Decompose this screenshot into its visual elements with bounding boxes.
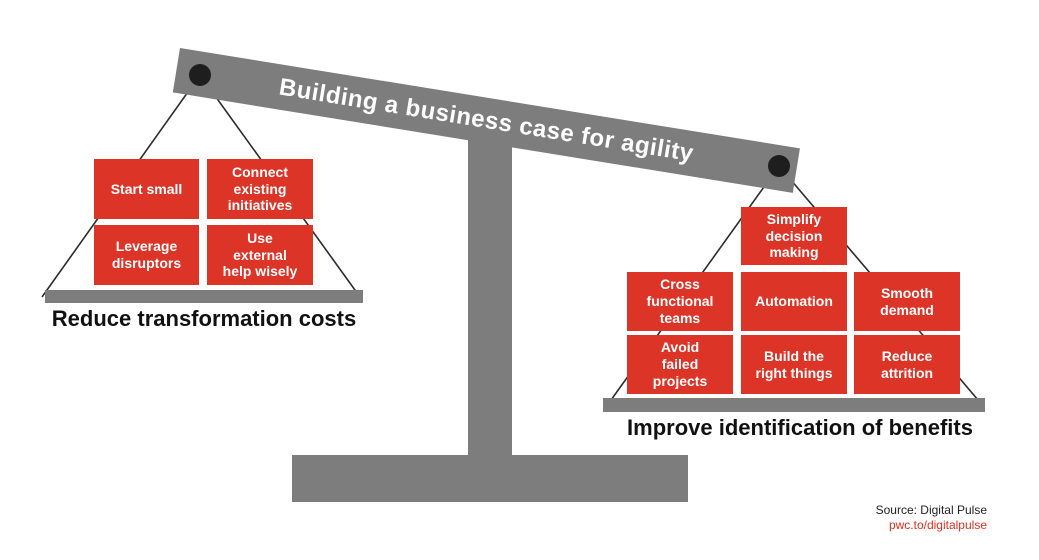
factor-box-reduce-attrition: Reduce attrition	[854, 335, 960, 394]
source-credit: Source: Digital Pulse pwc.to/digitalpuls…	[876, 503, 987, 533]
source-link[interactable]: pwc.to/digitalpulse	[888, 518, 987, 532]
factor-box-avoid-failed-projects: Avoid failed projects	[627, 335, 733, 394]
right-pan-bar	[603, 398, 985, 412]
stand-base	[292, 455, 688, 502]
factor-box-cross-functional-teams: Cross functional teams	[627, 272, 733, 331]
left-pan-label: Reduce transformation costs	[51, 306, 357, 331]
left-pivot-dot	[189, 64, 211, 86]
right-pivot-dot	[768, 155, 790, 177]
factor-box-automation: Automation	[741, 272, 847, 331]
left-pan-bar	[45, 290, 363, 303]
factor-box-use-external-help-wisely: Use external help wisely	[207, 225, 313, 285]
factor-box-simplify-decision-making: Simplify decision making	[741, 207, 847, 265]
factor-box-build-the-right-things: Build the right things	[741, 335, 847, 394]
factor-box-start-small: Start small	[94, 159, 199, 219]
source-text: Source: Digital Pulse	[875, 503, 987, 517]
right-pan-label: Improve identification of benefits	[627, 415, 973, 440]
stand-column	[468, 112, 512, 455]
factor-box-smooth-demand: Smooth demand	[854, 272, 960, 331]
factor-box-connect-existing-initiatives: Connect existing initiatives	[207, 159, 313, 219]
factor-box-leverage-disruptors: Leverage disruptors	[94, 225, 199, 285]
